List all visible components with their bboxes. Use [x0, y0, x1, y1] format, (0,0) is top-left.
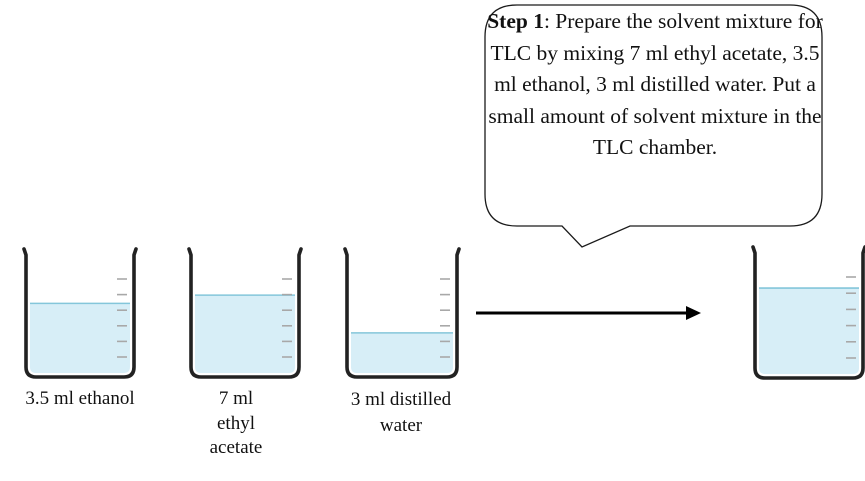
beaker-glass	[22, 247, 138, 379]
callout-body: : Prepare the solvent mixture for TLC by…	[488, 9, 823, 159]
process-arrow-head	[686, 306, 701, 320]
beaker-label-water: 3 ml distilled water	[350, 389, 452, 436]
beaker-liquid	[195, 295, 295, 373]
beakers-group	[22, 245, 865, 380]
beaker-liquid	[351, 332, 453, 373]
beaker-liquid	[759, 288, 859, 374]
beaker-liquid	[30, 303, 130, 373]
callout-bubble	[484, 4, 823, 248]
beaker-glass	[187, 247, 303, 379]
beaker-glass	[343, 247, 461, 379]
beaker-water	[343, 247, 461, 379]
beaker-ethyl-acetate	[187, 247, 303, 379]
beaker-label-ethyl-acetate: 7 ml ethyl acetate	[209, 388, 263, 458]
callout-step-label: Step 1	[487, 9, 544, 33]
beaker-label-ethanol: 3.5 ml ethanol	[25, 388, 135, 409]
beaker-tlc-chamber	[751, 245, 865, 380]
beaker-glass	[751, 245, 865, 380]
callout-text: Step 1: Prepare the solvent mixture for …	[486, 6, 824, 164]
beaker-ethanol	[22, 247, 138, 379]
